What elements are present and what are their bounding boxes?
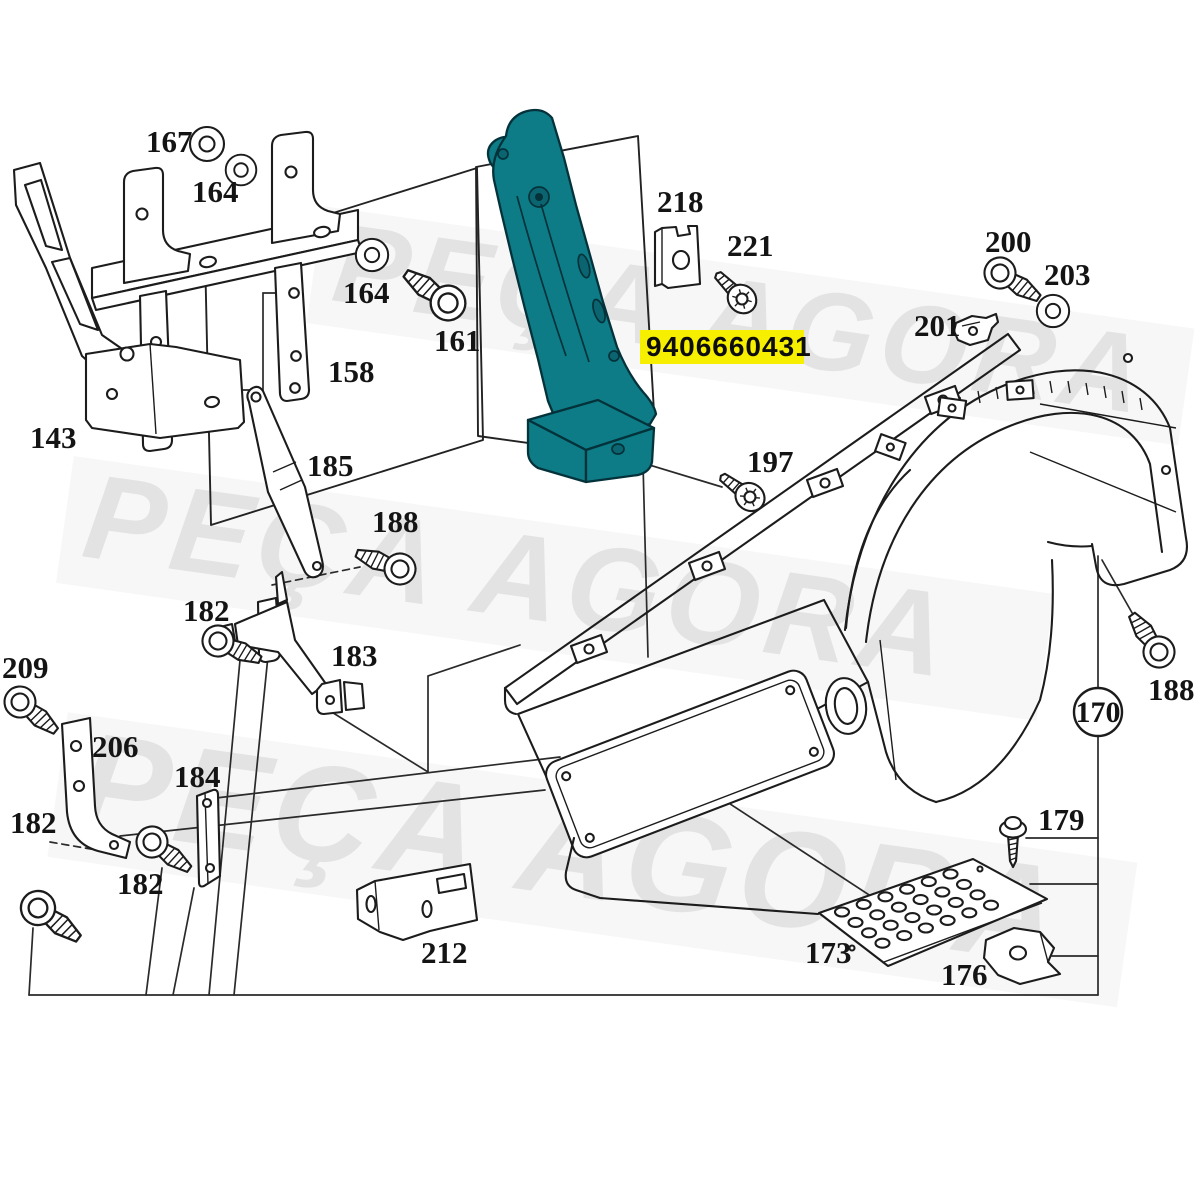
label-182-mid: 182: [117, 866, 164, 901]
label-201: 201: [914, 308, 961, 343]
label-158: 158: [328, 354, 375, 389]
part-183-bracket: [208, 570, 366, 716]
label-167: 167: [146, 124, 193, 159]
label-200: 200: [985, 224, 1032, 259]
highlighted-bracket-part: [486, 108, 658, 484]
nut-167: [188, 125, 226, 163]
part-173-tread-plate: [817, 857, 1049, 968]
grommet-164-right: [354, 237, 390, 273]
label-182-top: 182: [183, 593, 230, 628]
label-206: 206: [92, 729, 139, 764]
part-184-strap: [195, 788, 222, 888]
label-182-left: 182: [10, 805, 57, 840]
label-203: 203: [1044, 257, 1091, 292]
part-number-text: 9406660431: [646, 331, 812, 362]
label-161: 161: [434, 323, 481, 358]
label-218: 218: [657, 184, 704, 219]
label-179: 179: [1038, 802, 1085, 837]
part-218-clip: [653, 224, 702, 290]
label-184: 184: [174, 759, 221, 794]
part-143-support-arm: [12, 161, 246, 440]
highlighted-part-number: 9406660431: [640, 330, 812, 364]
sheet-outline-left: [204, 167, 484, 526]
part-185-strut-rod: [246, 385, 324, 579]
label-143: 143: [30, 420, 77, 455]
part-176-bracket: [982, 926, 1062, 986]
label-164-right: 164: [343, 275, 390, 310]
circled-label-170: 170: [1072, 686, 1124, 738]
leader-lines: [28, 292, 1136, 996]
part-206-bracket: [60, 716, 132, 860]
label-197: 197: [747, 444, 794, 479]
label-173: 173: [805, 935, 852, 970]
label-188-left: 188: [372, 504, 419, 539]
label-176: 176: [941, 957, 988, 992]
label-209: 209: [2, 650, 49, 685]
bolt-188-right: [1118, 604, 1182, 675]
part-number-highlight: [640, 330, 804, 364]
bolt-182-left: [12, 882, 90, 954]
label-185: 185: [307, 448, 354, 483]
part-labels: 167 164 164 158 143 161 185 188 182 183 …: [2, 124, 1195, 992]
bolt-209: [0, 679, 67, 745]
part-212-bracket: [355, 862, 479, 942]
label-188-right: 188: [1148, 672, 1195, 707]
label-221: 221: [727, 228, 774, 263]
label-183: 183: [331, 638, 378, 673]
label-212: 212: [421, 935, 468, 970]
grommet-203: [1035, 293, 1071, 329]
label-170: 170: [1076, 696, 1121, 729]
part-201-clip: [952, 312, 1000, 347]
label-164-top: 164: [192, 174, 239, 209]
